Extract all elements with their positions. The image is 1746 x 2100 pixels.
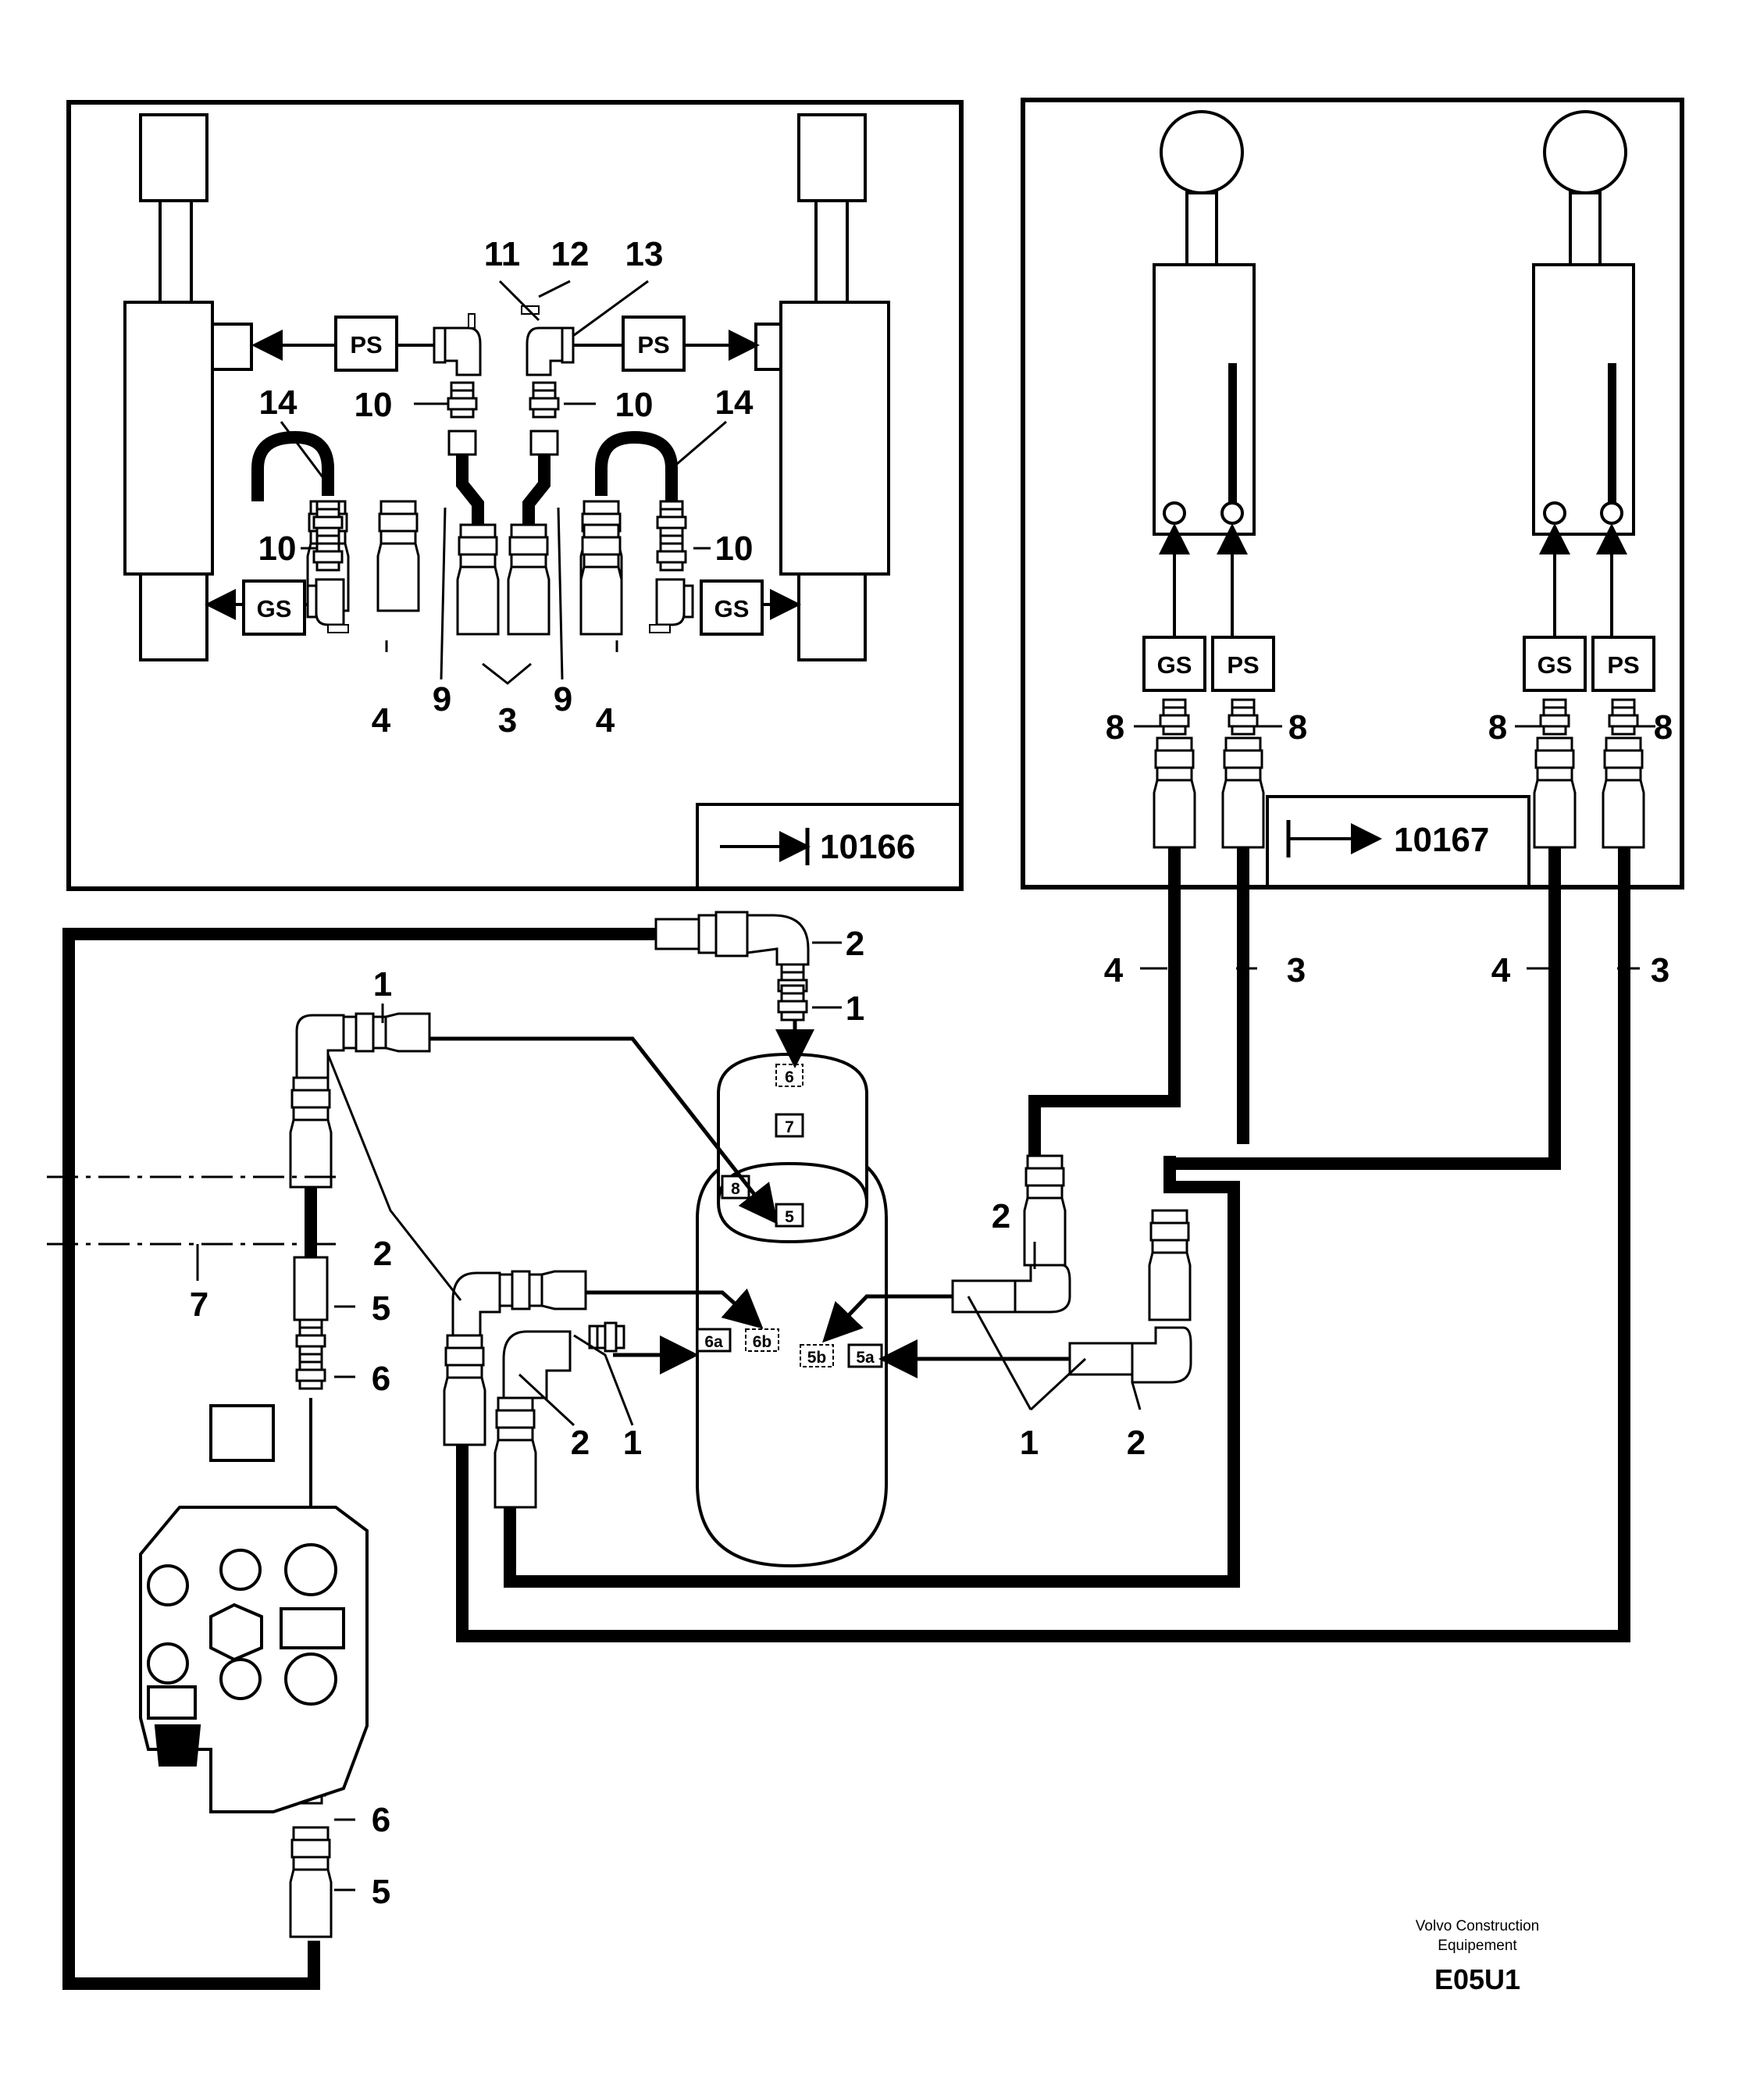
hose-14-right — [595, 430, 678, 501]
svg-text:1: 1 — [373, 965, 392, 1004]
tank-top-connector — [654, 911, 810, 1021]
svg-text:5b: 5b — [807, 1349, 827, 1367]
pressure-switch-box — [334, 316, 398, 372]
svg-text:1: 1 — [846, 989, 864, 1028]
brand-line-2: Equipement — [1438, 1938, 1517, 1954]
hose-9-left — [456, 455, 484, 525]
pressure-switch-box — [1591, 636, 1655, 692]
main-hose-routing — [62, 847, 1630, 1990]
gear-switch-box — [700, 579, 764, 636]
svg-text:8: 8 — [1488, 708, 1507, 747]
pressure-switch-box — [1211, 636, 1275, 692]
svg-text:1: 1 — [623, 1424, 642, 1462]
left-detail-frame: 10166 PS PS — [66, 100, 964, 891]
gear-switch-box — [1523, 636, 1587, 692]
svg-text:4: 4 — [596, 701, 615, 740]
right-cylinder — [754, 113, 890, 661]
gs-elbow-left — [306, 578, 349, 633]
svg-text:PS: PS — [637, 331, 669, 358]
svg-text:PS: PS — [1227, 651, 1259, 679]
svg-text:14: 14 — [259, 383, 298, 422]
svg-text:7: 7 — [785, 1118, 794, 1136]
svg-text:GS: GS — [257, 595, 292, 622]
svg-text:4: 4 — [372, 701, 391, 740]
hose-9-right — [522, 455, 551, 525]
hose-14-left — [251, 430, 334, 501]
svg-text:2: 2 — [373, 1235, 392, 1273]
svg-text:9: 9 — [554, 680, 572, 718]
reference-right: 10167 — [1394, 821, 1489, 859]
svg-text:2: 2 — [571, 1424, 590, 1462]
svg-text:3: 3 — [498, 701, 517, 740]
svg-text:9: 9 — [433, 680, 451, 718]
svg-text:13: 13 — [625, 235, 664, 273]
svg-text:GS: GS — [714, 595, 750, 622]
svg-text:1: 1 — [1020, 1424, 1039, 1462]
svg-text:6: 6 — [372, 1360, 390, 1398]
pressure-switch-box — [622, 316, 686, 372]
svg-text:GS: GS — [1157, 651, 1192, 679]
reference-box-right — [1266, 795, 1530, 889]
svg-text:7: 7 — [190, 1285, 208, 1324]
left-elbow-top — [289, 1012, 431, 1189]
gs-elbow-right — [649, 578, 694, 633]
brand-line-1: Volvo Construction — [1416, 1918, 1539, 1934]
svg-text:11: 11 — [484, 235, 521, 273]
svg-text:5: 5 — [785, 1208, 794, 1226]
svg-text:2: 2 — [992, 1197, 1010, 1235]
svg-text:5a: 5a — [856, 1349, 875, 1367]
svg-text:3: 3 — [1651, 951, 1669, 989]
svg-text:6a: 6a — [704, 1333, 723, 1351]
left-cylinder — [123, 113, 253, 661]
svg-text:12: 12 — [551, 235, 590, 273]
svg-text:6b: 6b — [753, 1333, 772, 1351]
right-detail-frame: 10167 GS PS GS PS — [1021, 98, 1684, 890]
svg-text:14: 14 — [715, 383, 754, 422]
gear-switch-box — [1142, 636, 1206, 692]
svg-text:PS: PS — [1607, 651, 1639, 679]
reference-left: 10166 — [820, 828, 915, 866]
svg-text:3: 3 — [1287, 951, 1306, 989]
svg-text:2: 2 — [1127, 1424, 1146, 1462]
svg-text:10: 10 — [258, 529, 297, 568]
svg-text:8: 8 — [1106, 708, 1124, 747]
svg-text:5: 5 — [372, 1289, 390, 1328]
control-valve — [139, 1404, 369, 1813]
svg-text:4: 4 — [1491, 951, 1511, 989]
reference-box-left — [696, 803, 963, 890]
svg-text:8: 8 — [731, 1180, 740, 1198]
svg-text:5: 5 — [372, 1873, 390, 1911]
svg-text:4: 4 — [1104, 951, 1124, 989]
svg-text:GS: GS — [1538, 651, 1573, 679]
joystick-right — [1532, 110, 1635, 536]
elbow-adapter-right — [521, 305, 575, 376]
svg-text:2: 2 — [846, 925, 864, 963]
joystick-left — [1153, 110, 1256, 536]
svg-text:8: 8 — [1288, 708, 1307, 747]
svg-text:PS: PS — [350, 331, 382, 358]
svg-text:10: 10 — [355, 386, 393, 424]
figure-code: E05U1 — [1434, 1963, 1520, 1995]
svg-text:6: 6 — [372, 1801, 390, 1839]
gear-switch-box — [242, 579, 306, 636]
svg-text:8: 8 — [1654, 708, 1673, 747]
svg-text:6: 6 — [785, 1068, 794, 1086]
svg-text:10: 10 — [715, 529, 754, 568]
elbow-adapter-left — [433, 313, 482, 376]
svg-text:10: 10 — [615, 386, 654, 424]
